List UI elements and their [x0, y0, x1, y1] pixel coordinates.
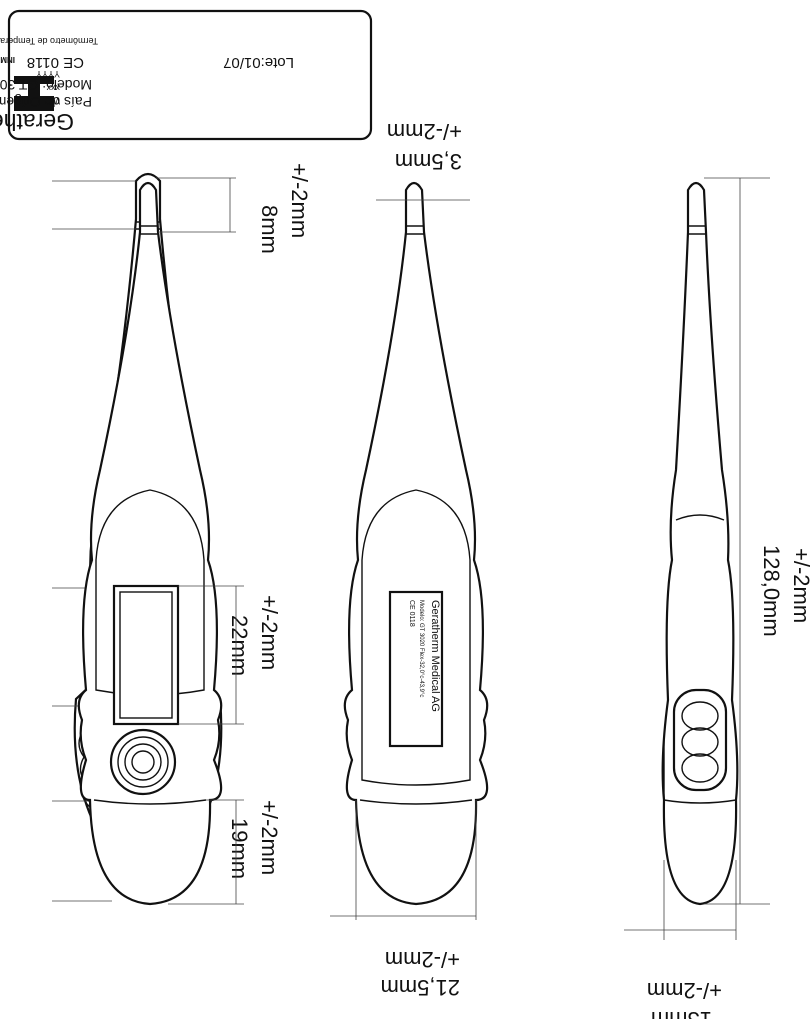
back-mini-label — [388, 590, 444, 748]
back-width-tol: +/-2mm — [385, 947, 460, 972]
back-recess — [361, 489, 471, 786]
svg-text:22mm: 22mm — [227, 615, 252, 676]
back-mini-company: Geratherm Medical AG — [429, 600, 441, 712]
front-display-tol: +/-2mm — [257, 595, 282, 670]
svg-text:19mm: 19mm — [227, 818, 252, 879]
label-footer: Termômetro de Temperatura Calculada — [0, 36, 98, 46]
back-mini-ce: CE 0118 — [408, 600, 415, 627]
svg-text:13mm: 13mm — [651, 1007, 712, 1019]
front-outline — [77, 181, 223, 906]
back-tip-width-tol: +/-2mm — [387, 119, 462, 144]
label-origin: País de Origem: Alemanha — [0, 94, 92, 110]
svg-text:8mm: 8mm — [257, 205, 282, 254]
back-width-dim: 21,5mm — [381, 975, 460, 1000]
inmetro-logo — [14, 76, 54, 111]
side-grip — [672, 688, 728, 792]
thermometer-side — [624, 177, 770, 940]
back-mini-model: Modelo: GT 3020 Flex-32,0°c-43,9°c — [418, 600, 424, 697]
side-outline — [661, 181, 739, 906]
wl-text: WL — [47, 96, 61, 106]
inmetro-text: INMETRO — [0, 55, 15, 64]
svg-text:+/-2mm: +/-2mm — [287, 163, 312, 238]
svg-text:21,5mm: 21,5mm — [381, 975, 460, 1000]
back-outline — [343, 181, 489, 906]
label-lot: Lote:01/07 — [223, 54, 294, 71]
label-company: Geratherm Medical AG — [0, 109, 74, 135]
svg-text:+/-2mm: +/-2mm — [257, 595, 282, 670]
side-length-dim: 128,0mm — [759, 545, 784, 637]
front-tip-tol: +/-2mm — [287, 163, 312, 238]
front-lcd — [112, 584, 180, 726]
svg-text:128,0mm: 128,0mm — [759, 545, 784, 637]
back-tip-width-dim: 3,5mm — [395, 149, 462, 174]
side-length-tol: +/-2mm — [789, 548, 812, 623]
label-ce: CE 0118 — [27, 54, 84, 71]
svg-text:3,5mm: 3,5mm — [395, 149, 462, 174]
date-code: YYYY — [36, 69, 60, 79]
front-display-dim: 22mm — [227, 615, 252, 676]
svg-text:+/-2mm: +/-2mm — [387, 119, 462, 144]
side-thickness-dim: 13mm — [651, 1007, 712, 1019]
label-model: Modelo: GT 3020 Flex-32,0°c-43,9°c — [0, 77, 92, 93]
front-power-button — [109, 728, 177, 796]
product-label: INMETRO WL xxx YYYY Geratherm Medical AG… — [0, 9, 373, 141]
front-cap-dim: 19mm — [227, 818, 252, 879]
front-tip-dim: 8mm — [257, 205, 282, 254]
lot-code: xxx — [46, 83, 60, 93]
label-border — [7, 9, 373, 141]
thermometer-back: Geratherm Medical AG Modelo: GT 3020 Fle… — [330, 181, 489, 920]
svg-text:+/-2mm: +/-2mm — [647, 978, 722, 1003]
svg-text:+/-2mm: +/-2mm — [385, 947, 460, 972]
svg-text:+/-2mm: +/-2mm — [789, 548, 812, 623]
side-thickness-tol: +/-2mm — [647, 978, 722, 1003]
svg-text:+/-2mm: +/-2mm — [257, 800, 282, 875]
front-cap-tol: +/-2mm — [257, 800, 282, 875]
thermometer-front — [77, 177, 244, 906]
